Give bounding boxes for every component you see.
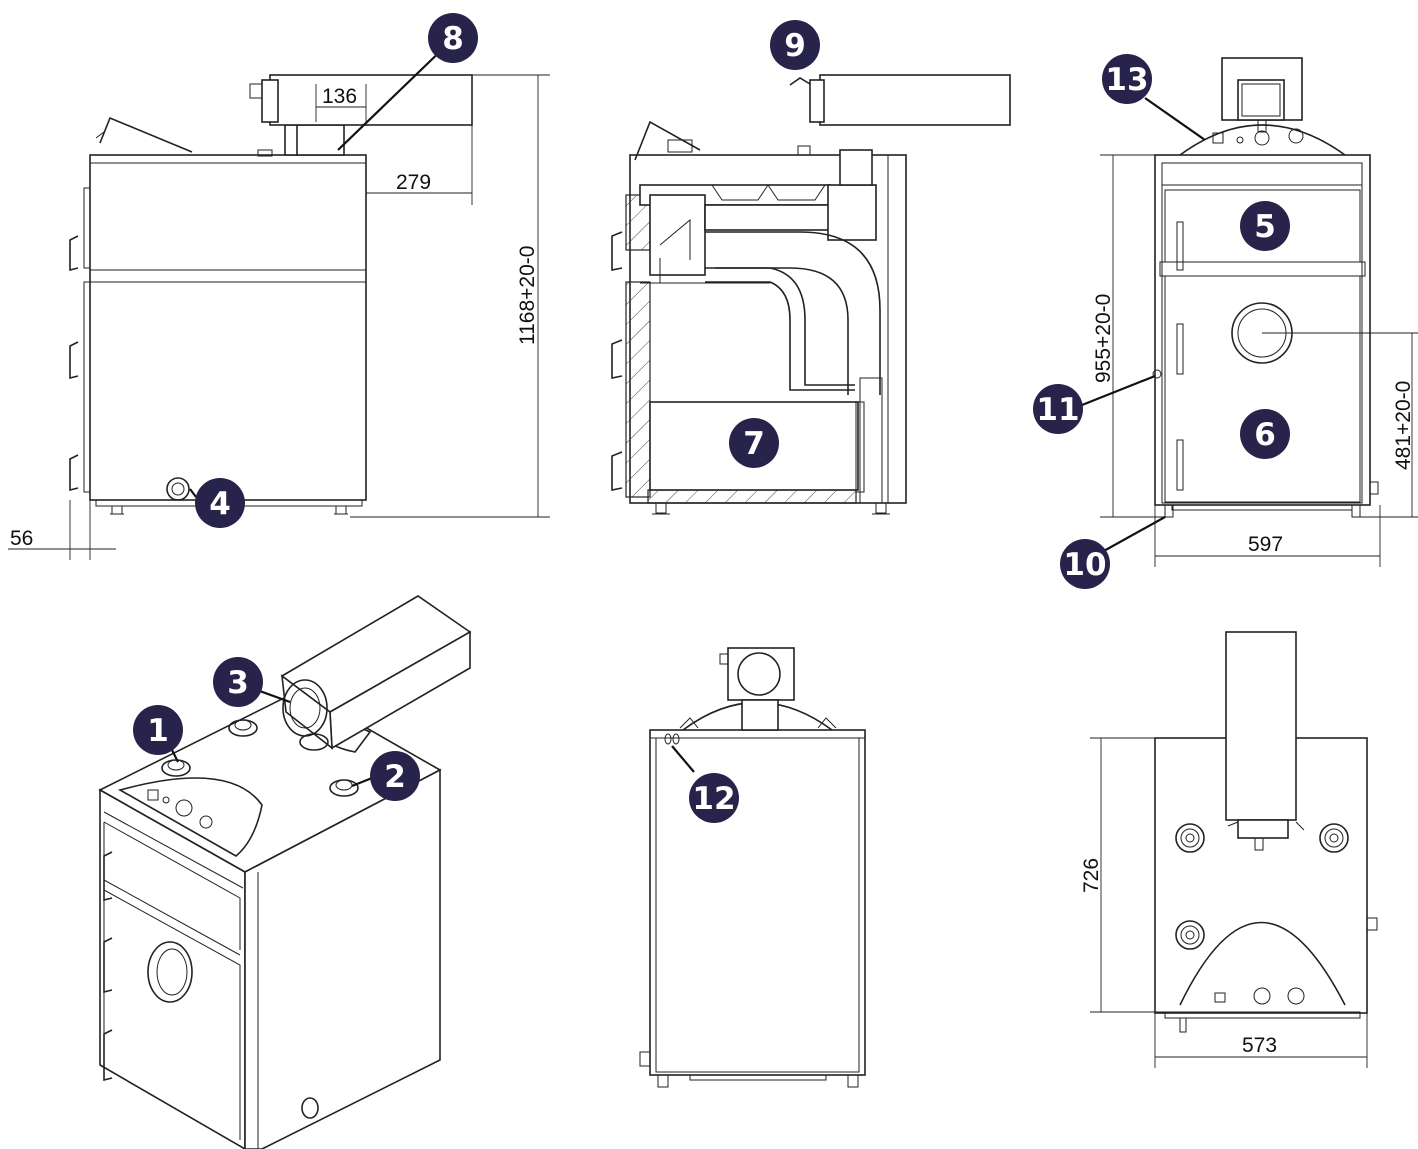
svg-text:13: 13 <box>1105 62 1148 98</box>
callout-7: 7 <box>729 418 779 468</box>
svg-text:5: 5 <box>1254 209 1276 245</box>
callout-12: 12 <box>689 773 739 823</box>
front-view: 955+20-0 481+20-0 597 <box>1081 57 1418 567</box>
section-view <box>611 74 1011 515</box>
side-view: 136 279 1168+20-0 56 <box>8 39 550 560</box>
rear-view <box>639 647 866 1088</box>
top-view: 726 573 <box>1080 631 1378 1068</box>
svg-text:8: 8 <box>442 21 464 57</box>
dim-481: 481+20-0 <box>1392 381 1415 470</box>
svg-text:6: 6 <box>1254 417 1276 453</box>
dim-955: 955+20-0 <box>1092 294 1115 383</box>
svg-text:10: 10 <box>1063 547 1106 583</box>
callout-1: 1 <box>133 705 183 755</box>
callout-6: 6 <box>1240 409 1290 459</box>
svg-text:3: 3 <box>227 665 249 701</box>
callout-9: 9 <box>770 20 820 70</box>
callout-8: 8 <box>428 13 478 63</box>
callout-10: 10 <box>1060 539 1110 589</box>
dim-573: 573 <box>1242 1034 1277 1057</box>
svg-text:4: 4 <box>209 486 231 522</box>
callout-3: 3 <box>213 657 263 707</box>
callout-4: 4 <box>195 478 245 528</box>
dim-726: 726 <box>1080 858 1103 893</box>
isometric-view <box>98 595 472 1149</box>
svg-text:9: 9 <box>784 28 806 64</box>
svg-text:7: 7 <box>743 426 765 462</box>
dim-1168: 1168+20-0 <box>516 246 539 345</box>
dim-279: 279 <box>396 171 431 194</box>
callout-2: 2 <box>370 751 420 801</box>
svg-text:12: 12 <box>692 781 735 817</box>
dim-56: 56 <box>10 527 33 550</box>
dim-597: 597 <box>1248 533 1283 556</box>
svg-text:11: 11 <box>1036 392 1079 428</box>
dim-136: 136 <box>322 85 357 108</box>
svg-text:2: 2 <box>384 759 406 795</box>
callout-11: 11 <box>1033 384 1083 434</box>
callout-13: 13 <box>1102 54 1152 104</box>
svg-text:1: 1 <box>147 713 169 749</box>
callout-5: 5 <box>1240 201 1290 251</box>
